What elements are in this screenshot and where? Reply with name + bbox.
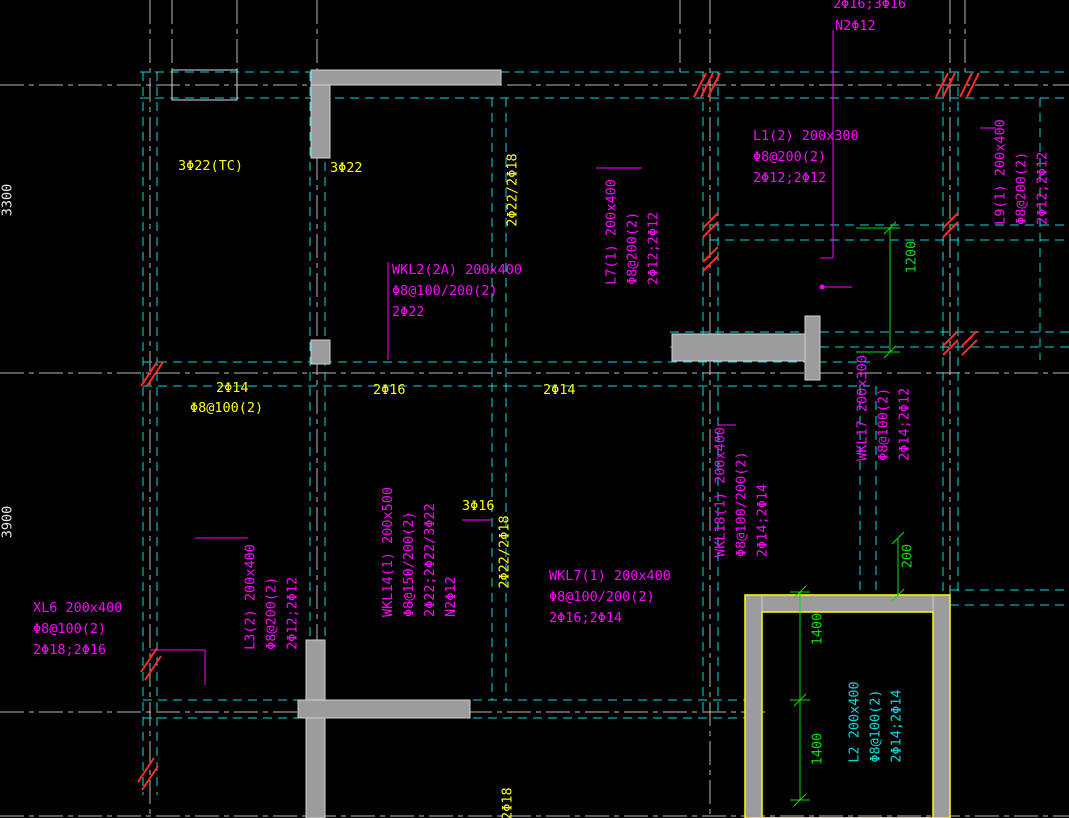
dim-label-1400-lower: 1400 [809,732,826,766]
wall-right-horizontal [671,333,821,362]
rebar-label-3d22: 3Φ22 [330,160,363,176]
rebar-label-2d14-mid: 2Φ14 [543,382,576,398]
beam-label-wkl7: WKL7(1) 200x400 Φ8@100/200(2) 2Φ16;2Φ14 [549,568,671,626]
beam-label-l1: L1(2) 200x300 Φ8@200(2) 2Φ12;2Φ12 [753,128,859,186]
dimension-lines [790,221,905,807]
rebar-label-3d16: 3Φ16 [462,498,495,514]
wall-right-vertical [804,315,821,381]
beam-label-wkl14: WKL14(1) 200x500 Φ8@150/200(2) 2Φ22;2Φ22… [380,486,459,618]
wall-bottom-vertical [305,639,326,818]
column-mid [310,339,331,365]
wall-topleft-horizontal [310,69,502,86]
rebar-label-2d14-left: 2Φ14 [216,380,249,396]
dim-label-1400-upper: 1400 [809,612,826,646]
beam-label-wkl17: WKL17 200x300 Φ8@100(2) 2Φ14;2Φ12 [854,355,913,461]
beam-label-top-partial: 2Φ16;3Φ16 [833,0,907,12]
beam-label-l9: L9(1) 200x400 Φ8@200(2) 2Φ12;2Φ12 [992,119,1051,225]
column-outline-topleft [171,69,238,101]
rebar-label-2d22-2d18-bottom: 2Φ22/2Φ18 [498,787,519,818]
wall-bottom-horizontal [297,699,471,719]
grid-dim-3900: 3900 [0,505,16,539]
grid-dim-3300: 3300 [0,183,16,217]
dim-label-1200: 1200 [903,240,920,274]
leader-lines [150,30,996,685]
rebar-label-2d22-2d18-mid: 2Φ22/2Φ18 [496,515,513,589]
rebar-label-3d22-tc: 3Φ22(TC) [178,158,244,174]
beam-label-l2: L2 200x400 Φ8@100(2) 2Φ14;2Φ14 [846,681,905,763]
wall-fills [297,69,951,818]
section-hatch-marks [137,72,980,791]
beam-label-wkl18: WKL18(1) 200x400 Φ8@100/200(2) 2Φ14;2Φ14 [712,426,771,558]
beam-label-l3: L3(2) 200x400 Φ8@200(2) 2Φ12;2Φ12 [242,544,301,650]
shaft-wall-top [744,594,951,613]
rebar-label-2d22-2d18-top: 2Φ22/2Φ18 [504,153,521,227]
dim-label-200: 200 [899,543,916,569]
rebar-label-d8-100: Φ8@100(2) [190,400,264,416]
rebar-label-2d16: 2Φ16 [373,382,406,398]
shaft-wall-right [932,594,951,818]
beam-label-wkl2: WKL2(2A) 200x400 Φ8@100/200(2) 2Φ22 [392,262,523,320]
shaft-highlight-outline [744,594,951,818]
beam-label-top-n: N2Φ12 [835,18,876,34]
beam-label-xl6: XL6 200x400 Φ8@100(2) 2Φ18;2Φ16 [33,600,123,658]
shaft-wall-left [744,594,763,818]
beam-label-l7: L7(1) 200x400 Φ8@200(2) 2Φ12;2Φ12 [603,179,662,285]
